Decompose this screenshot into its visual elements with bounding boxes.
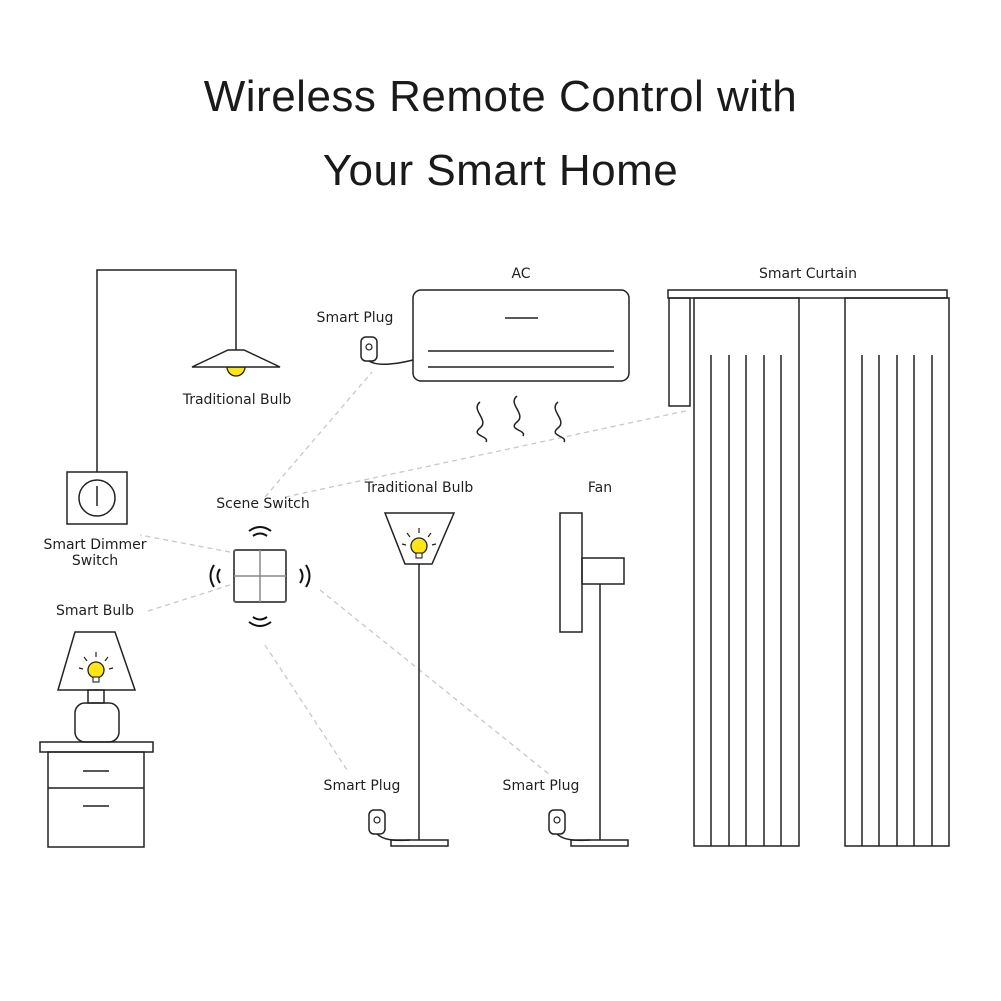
pendant-shade-icon bbox=[191, 349, 281, 368]
fan-motor-icon bbox=[581, 557, 625, 585]
label-smart-plug-fan: Smart Plug bbox=[502, 778, 580, 794]
label-scene-switch: Scene Switch bbox=[216, 496, 310, 512]
floor-lamp-smart-plug-icon bbox=[368, 809, 411, 842]
fan-base bbox=[570, 839, 629, 847]
floor-lamp bbox=[368, 512, 456, 847]
label-smart-dimmer-line-1: Smart Dimmer bbox=[43, 537, 147, 553]
label-traditional-bulb-floor: Traditional Bulb bbox=[364, 480, 474, 496]
link-to-fan-plug bbox=[319, 589, 551, 776]
link-to-curtain bbox=[284, 409, 691, 498]
link-to-floor-lamp-plug bbox=[264, 644, 348, 771]
wireless-links bbox=[139, 371, 691, 776]
fan bbox=[548, 512, 629, 847]
fan-smart-plug-icon bbox=[548, 809, 591, 842]
link-to-dimmer bbox=[139, 534, 231, 553]
scene-switch-icon bbox=[209, 526, 311, 627]
air-conditioner-icon bbox=[412, 289, 630, 443]
label-fan: Fan bbox=[587, 480, 613, 496]
curtain-rail bbox=[667, 289, 948, 299]
smart-curtain-icon bbox=[667, 289, 950, 847]
smart-bulb-table-lamp bbox=[39, 631, 154, 848]
link-to-ac-plug bbox=[264, 371, 373, 498]
label-smart-dimmer-line-2: Switch bbox=[71, 553, 119, 569]
floor-lamp-bulb-icon bbox=[401, 528, 437, 559]
nightstand-body bbox=[47, 751, 145, 848]
link-to-smart-bulb bbox=[144, 584, 231, 613]
label-smart-curtain: Smart Curtain bbox=[758, 266, 858, 282]
curtain-motor-icon bbox=[668, 297, 691, 407]
pendant-bulb-icon bbox=[226, 366, 246, 377]
title-line-2: Your Smart Home bbox=[322, 146, 679, 195]
title-line-1: Wireless Remote Control with bbox=[203, 72, 798, 121]
nightstand-top bbox=[39, 741, 154, 753]
label-traditional-bulb-pendant: Traditional Bulb bbox=[182, 392, 292, 408]
fan-head-icon bbox=[559, 512, 583, 633]
label-smart-bulb: Smart Bulb bbox=[55, 603, 135, 619]
label-smart-plug-floor-lamp: Smart Plug bbox=[323, 778, 401, 794]
label-ac: AC bbox=[511, 266, 531, 282]
ac-smart-plug-icon bbox=[360, 336, 414, 365]
floor-lamp-base bbox=[390, 839, 449, 847]
smart-bulb-icon bbox=[78, 652, 114, 683]
smart-dimmer-switch-icon bbox=[66, 471, 128, 525]
pendant-lamp bbox=[96, 269, 281, 472]
table-lamp-base-icon bbox=[74, 702, 120, 743]
label-smart-plug-ac: Smart Plug bbox=[316, 310, 394, 326]
table-lamp-shade-icon bbox=[56, 631, 137, 691]
